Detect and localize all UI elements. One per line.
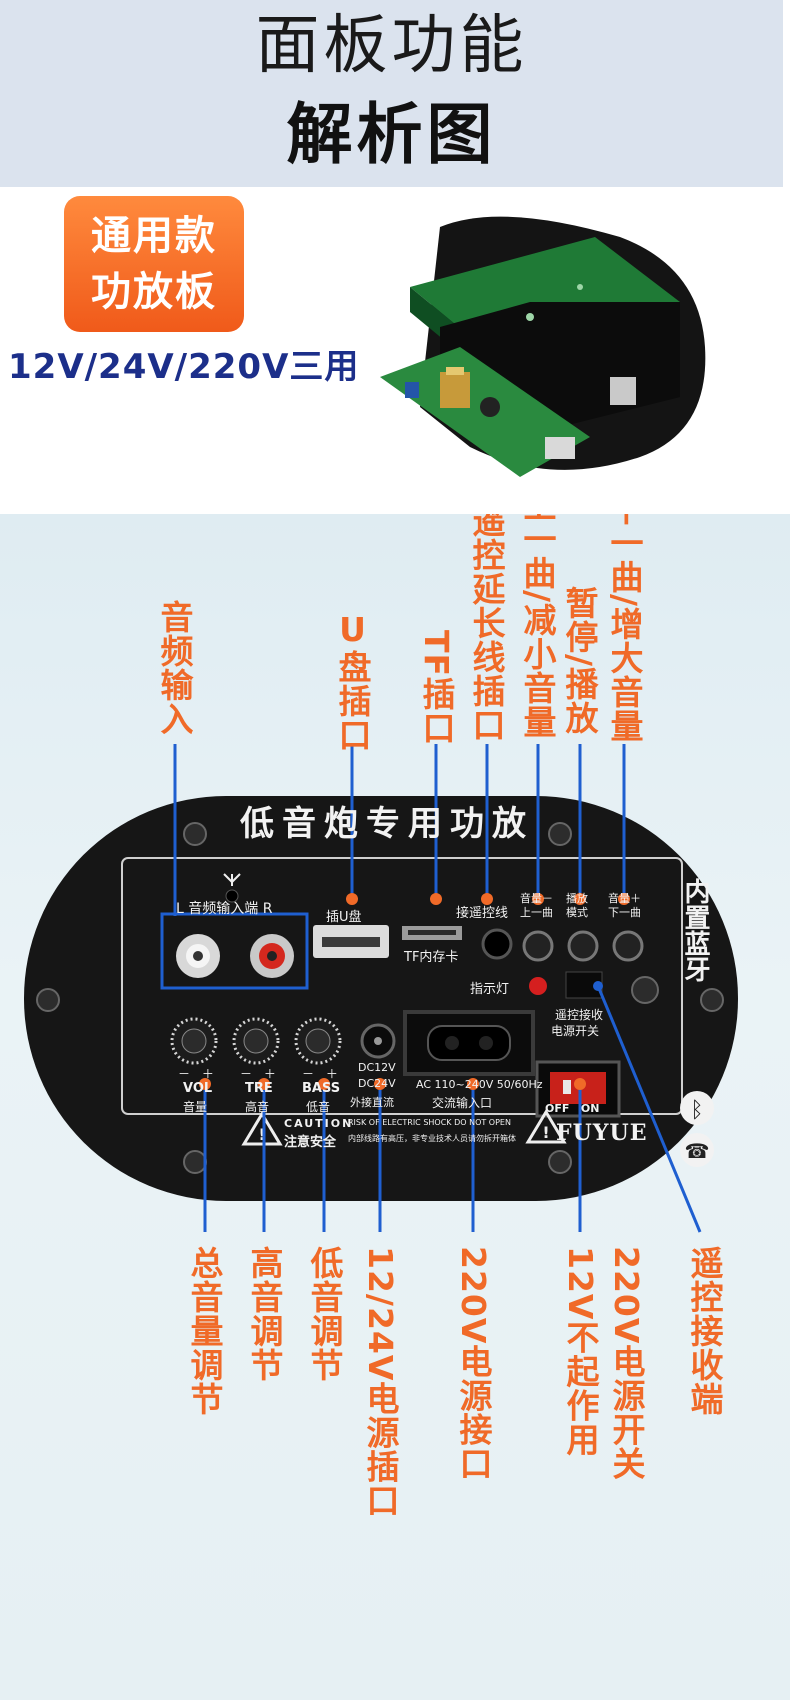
tre-label: TRE [245, 1081, 273, 1096]
brand-label: FUYUE [556, 1120, 648, 1146]
bluetooth-icon [680, 1091, 714, 1125]
rca-highlight [160, 912, 309, 990]
callout-treble: 高音调节 [245, 1246, 284, 1382]
panel-frame [121, 857, 683, 1115]
treble-knob [232, 1017, 280, 1065]
panel-title: 低音炮专用功放 [240, 804, 534, 844]
callout-power-switch: 220V电源开关 [607, 1246, 646, 1481]
btn-next-label: 音量＋ 下一曲 [608, 892, 641, 919]
callout-master-volume: 总音量调节 [185, 1246, 224, 1416]
phone-icon: ☎ [680, 1133, 714, 1167]
callout-remote-receiver: 遥控接收端 [685, 1246, 724, 1416]
product-section: 通用款 功放板 12V/24V/220V三用 [0, 187, 790, 514]
rca-right-jack [250, 934, 294, 978]
off-on-label: OFF ON [545, 1102, 600, 1115]
remote-line-label: 接遥控线 [456, 906, 509, 921]
mounting-screws [36, 822, 724, 1174]
callout-pause-play: 暂停/播放 [560, 586, 599, 736]
panel-drawing: ᛒ ☎ ! ! [24, 744, 738, 1233]
btn-prev-label: 音量－ 上一曲 [520, 892, 553, 919]
leader-lines [173, 744, 702, 1233]
power-switch-label: 电源开关 [551, 1024, 600, 1038]
callout-switch-note: 12V不起作用 [561, 1246, 600, 1457]
risk-cn-label: 内部线路有高压，非专业技术人员请勿拆开箱体 [348, 1134, 516, 1143]
audio-in-label: L 音频输入端 R [176, 901, 273, 917]
title-line-2: 解析图 [286, 96, 497, 173]
title-banner: 面板功能 解析图 [0, 0, 783, 187]
ac-spec-label: AC 110~240V 50/60Hz [416, 1078, 543, 1091]
panel-diagram: ᛒ ☎ ! ! 低 [0, 514, 790, 1700]
svg-text:!: ! [542, 1123, 549, 1142]
callout-prev-vol-down: 上一曲/减小音量 [518, 514, 557, 740]
leader-dots [199, 893, 630, 1090]
callout-audio-input: 音频输入 [155, 600, 194, 736]
rca-left-jack [176, 934, 220, 978]
risk-label: RISK OF ELECTRIC SHOCK DO NOT OPEN [348, 1118, 511, 1127]
svg-text:!: ! [258, 1125, 265, 1144]
dc12-label: DC12V [358, 1061, 396, 1074]
callout-ac-power: 220V电源接口 [454, 1246, 493, 1481]
tre-cn-label: 高音 [245, 1100, 270, 1114]
universal-badge: 通用款 功放板 [64, 196, 244, 332]
builtin-bluetooth-label: 内置蓝牙 [680, 878, 710, 982]
usb-label: 插U盘 [326, 910, 362, 925]
callout-usb-port: U盘插口 [333, 610, 372, 752]
svg-text:☎: ☎ [685, 1139, 710, 1163]
callout-next-vol-up: 下一曲/增大音量 [605, 514, 644, 744]
caution-cn-label: 注意安全 [284, 1135, 337, 1150]
warning-triangle-left: ! [241, 1111, 283, 1146]
callout-dc-power: 12/24V电源插口 [361, 1246, 400, 1518]
callout-tf-port: TF插口 [417, 630, 456, 746]
indicator-led [529, 977, 547, 995]
bass-label: BASS [302, 1081, 341, 1096]
amplifier-board-photo [380, 216, 706, 477]
title-line-1: 面板功能 [255, 9, 528, 83]
vol-pm: － ＋ [178, 1067, 218, 1081]
vol-label: VOL [183, 1081, 213, 1096]
callout-remote-extension: 遥控延长线插口 [467, 514, 506, 742]
callout-bass: 低音调节 [305, 1246, 344, 1382]
bass-cn-label: 低音 [306, 1100, 331, 1114]
bass-pm: － ＋ [302, 1067, 342, 1081]
volume-knob [170, 1017, 218, 1065]
antenna-icon [223, 873, 241, 886]
dc-cn-label: 外接直流 [350, 1096, 394, 1109]
ac-cn-label: 交流输入口 [432, 1096, 493, 1110]
warning-triangle-right: ! [525, 1109, 567, 1144]
svg-text:ᛒ: ᛒ [690, 1098, 703, 1123]
tre-pm: － ＋ [240, 1067, 280, 1081]
voltage-text: 12V/24V/220V三用 [8, 347, 360, 387]
caution-label: CAUTION [284, 1117, 354, 1130]
dc24-label: DC24V [358, 1077, 396, 1090]
control-buttons [522, 930, 644, 962]
ac-socket [403, 1010, 535, 1076]
tf-label: TF内存卡 [404, 950, 459, 965]
badge-line-2: 功放板 [91, 269, 217, 315]
btn-mode-label: 播放 模式 [566, 892, 588, 919]
indicator-label: 指示灯 [470, 982, 510, 997]
badge-line-1: 通用款 [91, 213, 217, 259]
remote-extension-jack [481, 928, 513, 960]
vol-cn-label: 音量 [183, 1100, 208, 1114]
remote-recv-label: 遥控接收 [555, 1008, 604, 1022]
bass-knob [294, 1017, 342, 1065]
